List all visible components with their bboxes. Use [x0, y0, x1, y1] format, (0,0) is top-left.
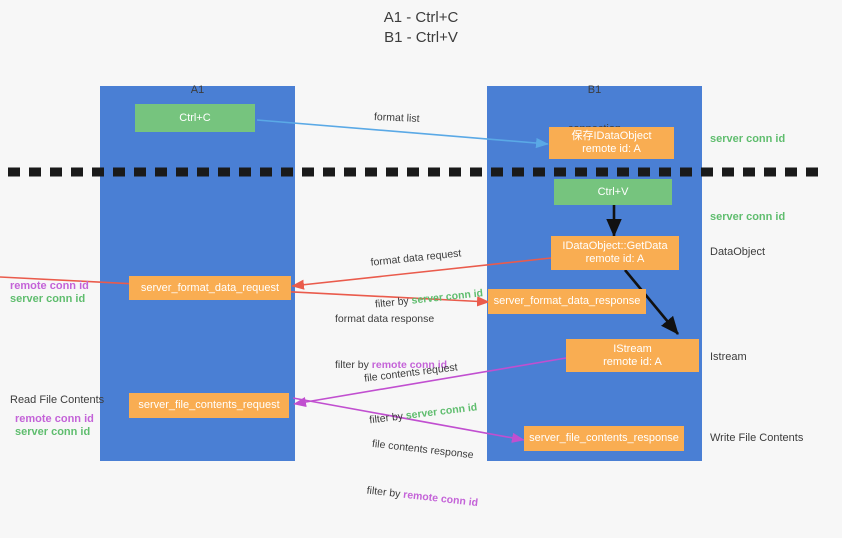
annotation-format-data-request-line1: format data request	[370, 247, 462, 269]
label-dataobject: DataObject	[710, 246, 766, 258]
filter-value-remote-conn-id: remote conn id	[371, 359, 448, 371]
annotation-format-list: format list	[373, 111, 420, 125]
annotation-format-data-response: format data response filter by remote co…	[335, 284, 447, 400]
label-write-file-contents: Write File Contents	[710, 432, 804, 444]
filter-value-remote-conn-id: remote conn id	[402, 488, 479, 510]
box-server-format-data-request[interactable]: server_format_data_request	[129, 276, 291, 300]
label-read-file-contents: Read File Contents	[10, 394, 105, 406]
label-istream: Istream	[710, 351, 747, 363]
swimlane-a1-title: A1	[190, 84, 205, 96]
annotation-format-data-response-line2: filter by remote conn id	[335, 358, 447, 372]
box-save-idataobject[interactable]: 保存IDataObject remote id: A	[549, 127, 674, 159]
annotation-file-contents-response: file contents response filter by remote …	[363, 409, 488, 538]
page-title: A1 - Ctrl+C B1 - Ctrl+V	[383, 9, 459, 46]
label-server-conn-id-low: server conn id	[15, 426, 91, 438]
filter-prefix: filter by	[366, 484, 404, 501]
annotation-file-contents-response-line1: file contents response	[371, 437, 475, 462]
box-idataobject-getdata[interactable]: IDataObject::GetData remote id: A	[551, 236, 679, 270]
swimlane-b1-title: B1	[587, 84, 602, 96]
box-server-file-contents-response[interactable]: server_file_contents_response	[524, 426, 684, 451]
box-istream[interactable]: IStream remote id: A	[566, 339, 699, 372]
box-ctrl-c[interactable]: Ctrl+C	[135, 104, 255, 132]
label-server-conn-id-second: server conn id	[710, 211, 786, 223]
label-remote-conn-id-mid: remote conn id	[10, 280, 89, 292]
diagram-canvas: A1 - Ctrl+C B1 - Ctrl+V A1 remote B1 con…	[0, 9, 826, 509]
box-server-file-contents-request[interactable]: server_file_contents_request	[129, 393, 289, 418]
label-remote-conn-id-low: remote conn id	[15, 413, 94, 425]
annotation-file-contents-response-line2: filter by remote conn id	[366, 484, 479, 511]
box-server-format-data-response[interactable]: server_format_data_response	[488, 289, 646, 314]
box-ctrl-v[interactable]: Ctrl+V	[554, 179, 672, 205]
label-server-conn-id-mid: server conn id	[10, 293, 86, 305]
label-server-conn-id-top: server conn id	[710, 133, 786, 145]
filter-prefix: filter by	[335, 359, 372, 371]
annotation-file-contents-request-line1: file contents request	[363, 361, 459, 385]
annotation-format-data-response-line1: format data response	[335, 313, 435, 325]
